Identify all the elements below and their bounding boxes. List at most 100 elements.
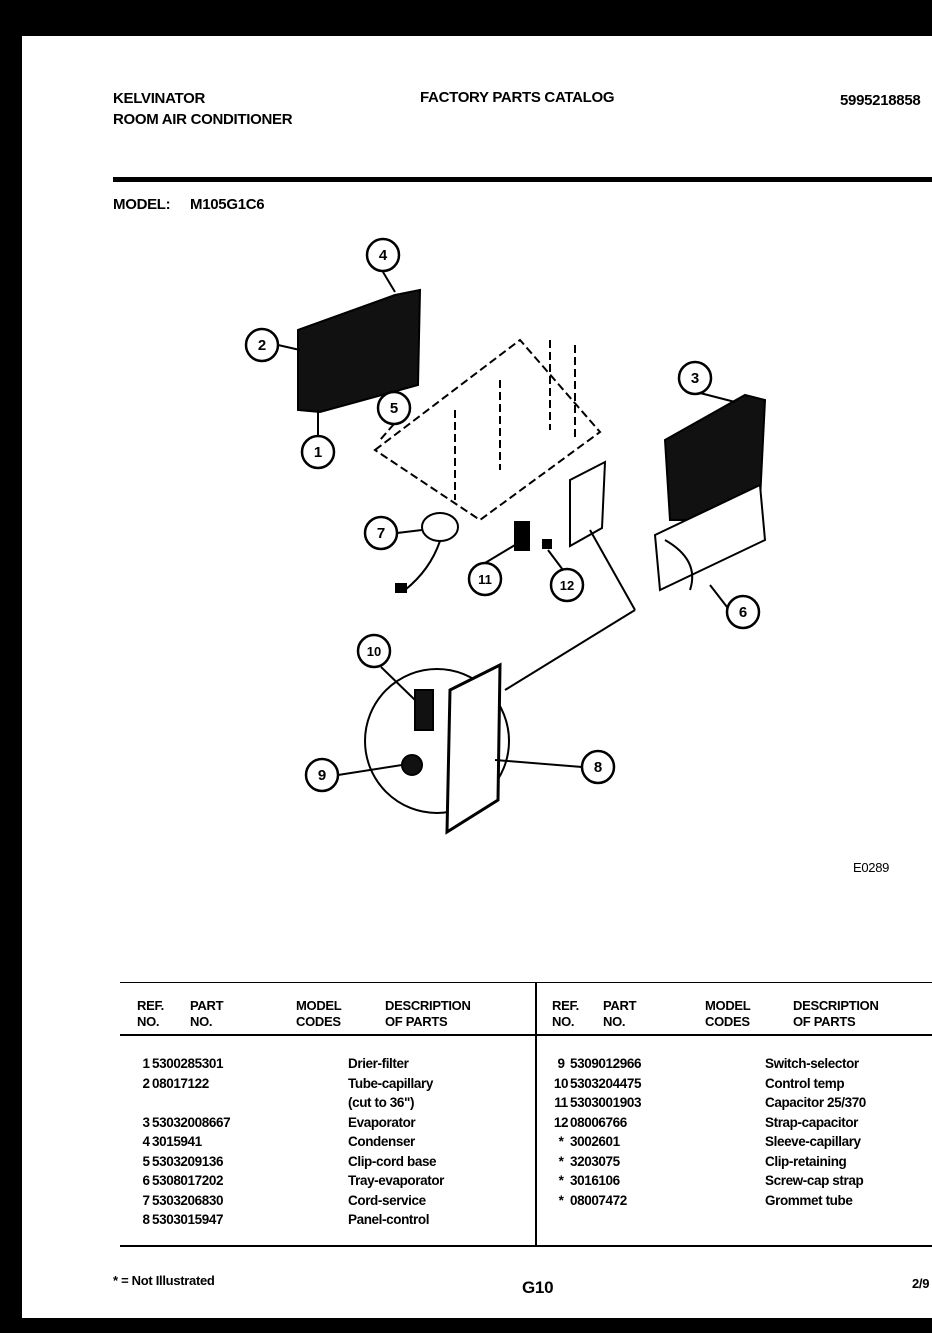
cell-desc: Switch-selector [765,1056,859,1071]
svg-text:5: 5 [390,400,398,417]
callout-1: 1 [300,434,336,470]
cell-part: 5303015947 [152,1212,224,1227]
cell-ref: * [558,1134,564,1149]
cell-part: 3016106 [570,1173,620,1188]
svg-text:2: 2 [258,337,266,354]
control-panel-part [569,460,607,548]
cell-part: 5303001903 [570,1095,642,1110]
page-date: 2/9 [912,1276,930,1291]
callout-8: 8 [580,749,616,785]
cell-desc: Control temp [765,1075,845,1091]
cell-desc: Tube-capillary [348,1075,433,1091]
svg-text:3: 3 [691,370,699,387]
cell-part: 5303209136 [152,1153,224,1169]
cell-ref: 6 [142,1173,150,1188]
cell-desc: Cord-service [348,1192,426,1208]
service-cord-part [395,512,459,593]
cell-ref [140,1095,152,1115]
cell-part: 08006766 [570,1114,627,1130]
cell-ref: 4 [142,1134,150,1149]
page-number: G10 [522,1278,554,1297]
brand-name: KELVINATOR [113,90,206,107]
figure-code: E0289 [853,860,890,875]
cell-ref: 9 [557,1056,565,1071]
svg-text:9: 9 [318,767,326,784]
svg-text:8: 8 [594,759,602,776]
svg-text:4: 4 [379,247,388,264]
cell-desc: Clip-cord base [348,1153,437,1169]
header-ref: REF.NO. [137,998,164,1029]
cell-part: 3002601 [570,1134,620,1149]
callout-10: 10 [356,633,392,669]
table-row: * 3002601 Sleeve-capillary [552,1134,915,1154]
callout-3: 3 [677,360,713,396]
cell-ref: 1 [142,1056,150,1071]
table-row: * 08007472 Grommet tube [552,1193,915,1213]
cell-part: 08007472 [570,1192,627,1208]
cell-part: 5300285301 [152,1056,224,1071]
cell-ref: 2 [142,1075,150,1091]
svg-text:12: 12 [560,578,574,593]
svg-text:7: 7 [377,525,385,542]
cell-ref: 7 [142,1192,150,1208]
evaporator-tray-part [653,483,767,592]
cell-part: 53032008667 [152,1114,231,1130]
condenser-part [277,271,422,436]
cell-desc: Evaporator [348,1114,416,1130]
callout-2: 2 [244,327,280,363]
cell-desc: Tray-evaporator [348,1173,445,1188]
header-rule [113,177,932,182]
cell-desc: Drier-filter [348,1056,409,1071]
callout-11: 11 [467,561,503,597]
header-ref-right: REF.NO. [552,998,579,1029]
model-label: MODEL: [113,196,171,213]
cell-ref: 12 [553,1114,569,1130]
exploded-parts-diagram: 1 2 3 4 5 6 7 8 9 10 11 12 [244,237,767,835]
cell-part: 5303204475 [570,1075,642,1091]
table-header-rule [120,1034,932,1036]
capacitor-strap-part [542,539,552,549]
detail-magnifier [364,668,510,814]
cell-desc: Screw-cap strap [765,1173,864,1188]
cell-ref: 11 [554,1095,568,1110]
cell-desc: Panel-control [348,1212,430,1227]
cell-part: 5303206830 [152,1192,224,1208]
product-type: ROOM AIR CONDITIONER [113,111,293,128]
cell-desc: Clip-retaining [765,1153,847,1169]
callout-5: 5 [376,390,412,426]
cell-part: 5309012966 [570,1056,642,1071]
cell-ref: * [558,1192,564,1208]
cell-part [152,1095,348,1115]
callout-7: 7 [363,515,399,551]
callout-9: 9 [304,757,340,793]
callout-6: 6 [725,594,761,630]
cell-part: 5308017202 [152,1173,224,1188]
catalog-title: FACTORY PARTS CATALOG [420,89,615,106]
cell-desc: Grommet tube [765,1192,853,1208]
cell-part: 3203075 [570,1153,620,1169]
cell-part: 3015941 [152,1134,202,1149]
cell-ref: 5 [142,1153,150,1169]
svg-text:10: 10 [367,644,381,659]
cell-desc: (cut to 36") [348,1095,415,1110]
table-row: 9 5309012966 Switch-selector [552,1056,915,1076]
cell-desc: Sleeve-capillary [765,1134,861,1149]
